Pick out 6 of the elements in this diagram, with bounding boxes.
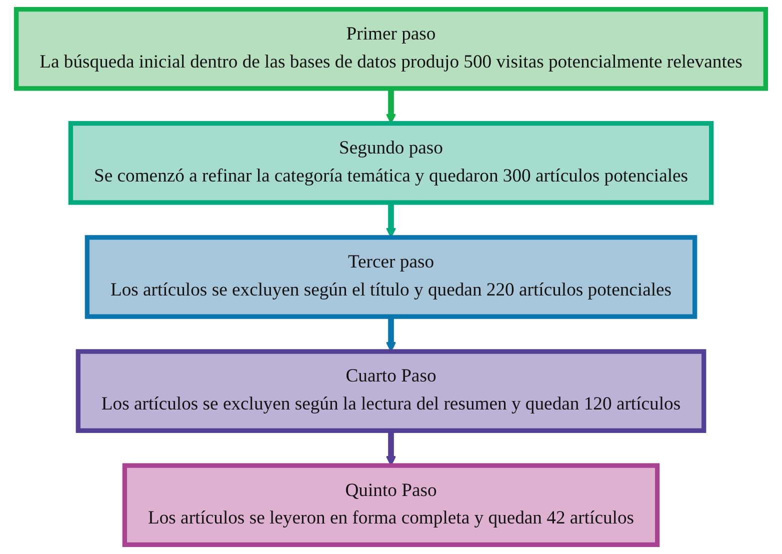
arrow <box>386 430 396 466</box>
node-box: Segundo paso Se comenzó a refinar la categoría temática y quedaron 300 artículos potenciales <box>68 121 714 205</box>
node-box: Cuarto Paso Los artículos se excluyen según la lectura del resumen y quedan 120 artículos <box>76 349 706 433</box>
node-box: Tercer paso Los artículos se excluyen según el título y quedan 220 artículos potenciales <box>84 235 698 319</box>
node-box: Primer paso La búsqueda inicial dentro de las bases de datos produjo 500 visitas potencialmente relevantes <box>14 6 768 91</box>
node-box: Quinto Paso Los artículos se leyeron en forma completa y quedan 42 artículos <box>122 463 660 548</box>
